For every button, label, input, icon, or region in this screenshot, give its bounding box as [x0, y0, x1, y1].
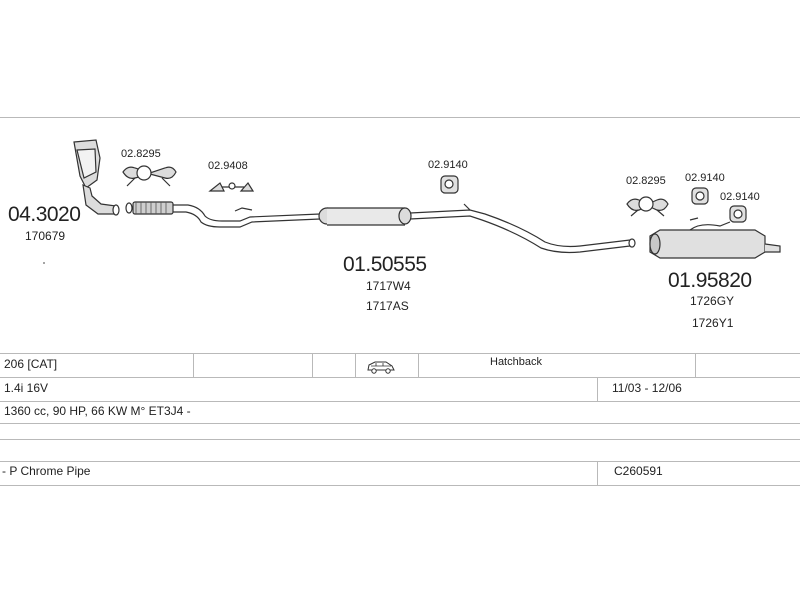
part-ref-middle-silencer-2: 1717AS — [366, 299, 409, 313]
table-divider — [418, 353, 419, 377]
part-number-middle-mount: 02.9140 — [428, 159, 468, 171]
body-type: Hatchback — [490, 356, 542, 368]
kit-code: C260591 — [614, 464, 663, 478]
table-border-7 — [0, 485, 800, 486]
part-number-catalyst: 04.3020 — [8, 203, 81, 226]
clamp-icon — [208, 181, 255, 192]
vehicle-model: 206 [CAT] — [4, 357, 58, 371]
rear-silencer-icon — [649, 217, 781, 259]
part-ref-rear-silencer-1: 1726GY — [690, 294, 735, 308]
middle-silencer-icon — [318, 207, 412, 226]
table-divider — [597, 461, 598, 485]
table-divider — [193, 353, 194, 377]
table-border-2 — [0, 377, 800, 378]
pipe-type: - P Chrome Pipe — [2, 464, 91, 478]
catalytic-converter-icon — [73, 139, 120, 216]
part-number-middle-silencer: 01.50555 — [343, 253, 427, 276]
rubber-mount-icon — [691, 187, 709, 205]
part-number-rear-mount-c: 02.9140 — [720, 191, 760, 203]
table-divider — [695, 353, 696, 377]
rubber-mount-icon — [729, 205, 747, 223]
production-years: 11/03 - 12/06 — [612, 381, 682, 395]
part-number-front-clamp: 02.9408 — [208, 160, 248, 172]
table-border-6 — [0, 461, 800, 462]
engine: 1.4i 16V — [4, 381, 49, 395]
table-divider — [597, 377, 598, 401]
part-ref-middle-silencer-1: 1717W4 — [366, 279, 411, 293]
top-border — [0, 117, 800, 118]
part-number-rear-silencer: 01.95820 — [668, 269, 752, 292]
front-pipe — [173, 204, 321, 222]
table-divider — [355, 353, 356, 377]
engine-specs: 1360 cc, 90 HP, 66 KW M° ET3J4 - — [4, 404, 191, 418]
rubber-mount-icon — [122, 165, 177, 187]
table-border-3 — [0, 401, 800, 402]
car-hatchback-icon — [367, 361, 395, 374]
part-number-front-mount: 02.8295 — [121, 148, 161, 160]
part-ref-rear-silencer-2: 1726Y1 — [692, 316, 734, 330]
rubber-mount-icon — [440, 175, 459, 194]
part-number-rear-mount-a: 02.8295 — [626, 175, 666, 187]
connecting-pipe — [409, 209, 631, 248]
rubber-mount-icon — [626, 196, 669, 217]
flex-pipe — [125, 201, 174, 215]
table-border-4 — [0, 423, 800, 424]
part-number-rear-mount-b: 02.9140 — [685, 172, 725, 184]
table-border-1 — [0, 353, 800, 354]
table-divider — [312, 353, 313, 377]
table-border-5 — [0, 439, 800, 440]
part-ref-catalyst: 170679 — [25, 229, 66, 243]
